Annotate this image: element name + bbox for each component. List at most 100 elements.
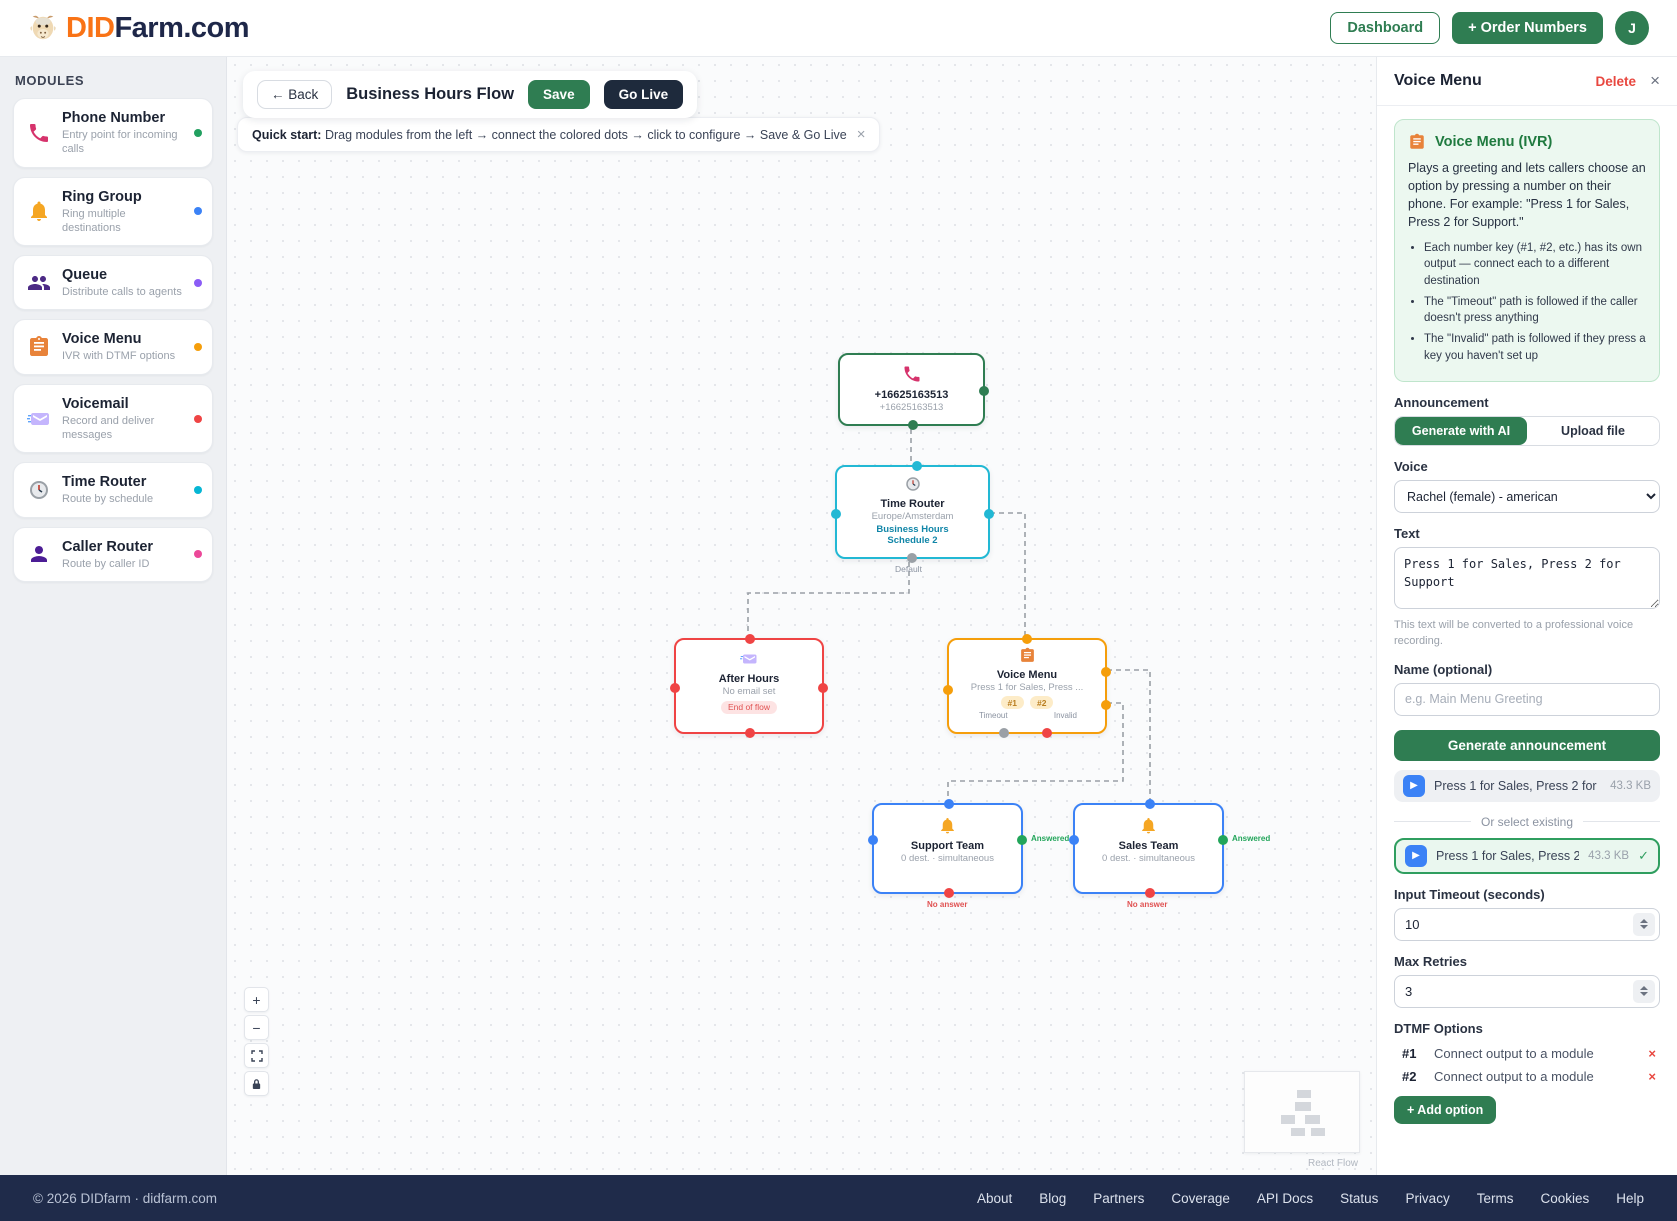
- dtmf-options-label: DTMF Options: [1394, 1020, 1483, 1036]
- node-title: Sales Team: [1118, 840, 1179, 852]
- handle-answered[interactable]: [1017, 835, 1027, 845]
- handle-no-answer[interactable]: [1145, 888, 1155, 898]
- handle-right[interactable]: [979, 386, 989, 396]
- handle-top[interactable]: [944, 799, 954, 809]
- handle-top[interactable]: [745, 634, 755, 644]
- user-avatar[interactable]: J: [1615, 11, 1649, 45]
- voice-select[interactable]: Rachel (female) - american: [1394, 480, 1660, 514]
- delete-button[interactable]: Delete: [1595, 73, 1637, 89]
- close-icon[interactable]: ×: [1650, 71, 1660, 90]
- generated-audio-row[interactable]: ▶ Press 1 for Sales, Press 2 for ... 43.…: [1394, 769, 1660, 802]
- handle-timeout[interactable]: [999, 728, 1009, 738]
- footer-link-privacy[interactable]: Privacy: [1405, 1190, 1450, 1206]
- module-name: Queue: [62, 267, 108, 284]
- handle-top[interactable]: [1145, 799, 1155, 809]
- max-retries-field[interactable]: [1394, 974, 1660, 1008]
- handle-left[interactable]: [1069, 835, 1079, 845]
- handle-right[interactable]: [984, 509, 994, 519]
- handle-no-answer[interactable]: [944, 888, 954, 898]
- footer-link-help[interactable]: Help: [1616, 1190, 1644, 1206]
- flow-canvas[interactable]: ← Back Business Hours Flow Save Go Live …: [227, 57, 1376, 1175]
- quickstart-close-icon[interactable]: ×: [856, 126, 866, 143]
- footer-link-terms[interactable]: Terms: [1476, 1190, 1514, 1206]
- handle-default[interactable]: [907, 553, 917, 563]
- fit-view-button[interactable]: [244, 1043, 269, 1068]
- or-select-existing-divider: Or select existing: [1394, 815, 1660, 829]
- handle-left[interactable]: [831, 509, 841, 519]
- node-title: Support Team: [910, 840, 985, 852]
- play-icon[interactable]: ▶: [1405, 844, 1427, 867]
- dtmf-option-row: #1 Connect output to a module ×: [1394, 1042, 1660, 1065]
- remove-option-icon[interactable]: ×: [1648, 1045, 1656, 1061]
- add-option-button[interactable]: + Add option: [1394, 1095, 1497, 1124]
- footer-link-partners[interactable]: Partners: [1093, 1190, 1145, 1206]
- handle-right[interactable]: [818, 683, 828, 693]
- handle-top[interactable]: [912, 461, 922, 471]
- handle-bottom[interactable]: [745, 728, 755, 738]
- node-title: Time Router: [880, 498, 945, 510]
- tts-text-input[interactable]: Press 1 for Sales, Press 2 for Support: [1394, 547, 1660, 610]
- handle-invalid[interactable]: [1042, 728, 1052, 738]
- handle-top[interactable]: [1022, 634, 1032, 644]
- save-button[interactable]: Save: [528, 80, 590, 109]
- footer-link-blog[interactable]: Blog: [1039, 1190, 1067, 1206]
- node-voice-menu[interactable]: Voice Menu Press 1 for Sales, Press ... …: [943, 634, 1111, 738]
- dashboard-button[interactable]: Dashboard: [1330, 12, 1441, 44]
- play-icon[interactable]: ▶: [1403, 774, 1425, 797]
- node-support-team[interactable]: Support Team 0 dest. · simultaneous: [868, 799, 1027, 898]
- existing-audio-row-selected[interactable]: ▶ Press 1 for Sales, Press 2... 43.3 KB …: [1394, 837, 1660, 874]
- no-answer-label: No answer: [927, 900, 968, 909]
- stepper-icon[interactable]: [1633, 912, 1655, 936]
- back-button[interactable]: ← Back: [257, 80, 333, 109]
- footer-link-about[interactable]: About: [976, 1190, 1013, 1206]
- clipboard-icon: [1020, 647, 1034, 662]
- go-live-button[interactable]: Go Live: [603, 80, 684, 109]
- zoom-in-button[interactable]: +: [244, 987, 269, 1012]
- end-of-flow-badge: End of flow: [720, 700, 778, 714]
- footer-link-cookies[interactable]: Cookies: [1540, 1190, 1590, 1206]
- tab-generate-with-ai[interactable]: Generate with AI: [1395, 417, 1527, 446]
- handle-key2[interactable]: [1101, 700, 1111, 710]
- generate-announcement-button[interactable]: Generate announcement: [1394, 729, 1660, 761]
- tab-upload-file[interactable]: Upload file: [1527, 417, 1659, 446]
- module-desc: Entry point for incoming calls: [62, 129, 178, 156]
- node-phone-number[interactable]: +16625163513 +16625163513: [838, 353, 989, 430]
- order-numbers-button[interactable]: + Order Numbers: [1452, 12, 1603, 44]
- stepper-icon[interactable]: [1633, 979, 1655, 1003]
- input-timeout-field[interactable]: [1394, 907, 1660, 941]
- minimap[interactable]: [1244, 1071, 1360, 1153]
- handle-key1[interactable]: [1101, 667, 1111, 677]
- handle-answered[interactable]: [1218, 835, 1228, 845]
- footer-link-api-docs[interactable]: API Docs: [1256, 1190, 1314, 1206]
- module-desc: Distribute calls to agents: [62, 286, 182, 299]
- name-input[interactable]: [1394, 682, 1660, 716]
- node-after-hours[interactable]: After Hours No email set End of flow: [670, 634, 828, 738]
- handle-left[interactable]: [868, 835, 878, 845]
- app-header: DIDFarm.com Dashboard + Order Numbers J: [0, 0, 1677, 57]
- node-time-router[interactable]: Time Router Europe/Amsterdam Business Ho…: [831, 461, 994, 563]
- envelope-icon: [26, 406, 52, 432]
- handle-left[interactable]: [943, 685, 953, 695]
- zoom-out-button[interactable]: −: [244, 1015, 269, 1040]
- lock-button[interactable]: [244, 1071, 269, 1096]
- page-footer: © 2026 DIDfarm · didfarm.com About Blog …: [0, 1175, 1677, 1221]
- copyright-text: © 2026 DIDfarm · didfarm.com: [33, 1190, 217, 1206]
- footer-link-coverage[interactable]: Coverage: [1171, 1190, 1230, 1206]
- handle-bottom[interactable]: [908, 420, 918, 430]
- node-title: +16625163513: [874, 389, 949, 401]
- panel-title: Voice Menu: [1394, 72, 1482, 89]
- footer-link-status[interactable]: Status: [1340, 1190, 1379, 1206]
- remove-option-icon[interactable]: ×: [1648, 1068, 1656, 1084]
- module-color-dot: [194, 486, 202, 495]
- timeout-label: Timeout: [979, 711, 1008, 720]
- logo[interactable]: DIDFarm.com: [28, 12, 250, 45]
- handle-left[interactable]: [670, 683, 680, 693]
- node-sales-team[interactable]: Sales Team 0 dest. · simultaneous: [1069, 799, 1228, 898]
